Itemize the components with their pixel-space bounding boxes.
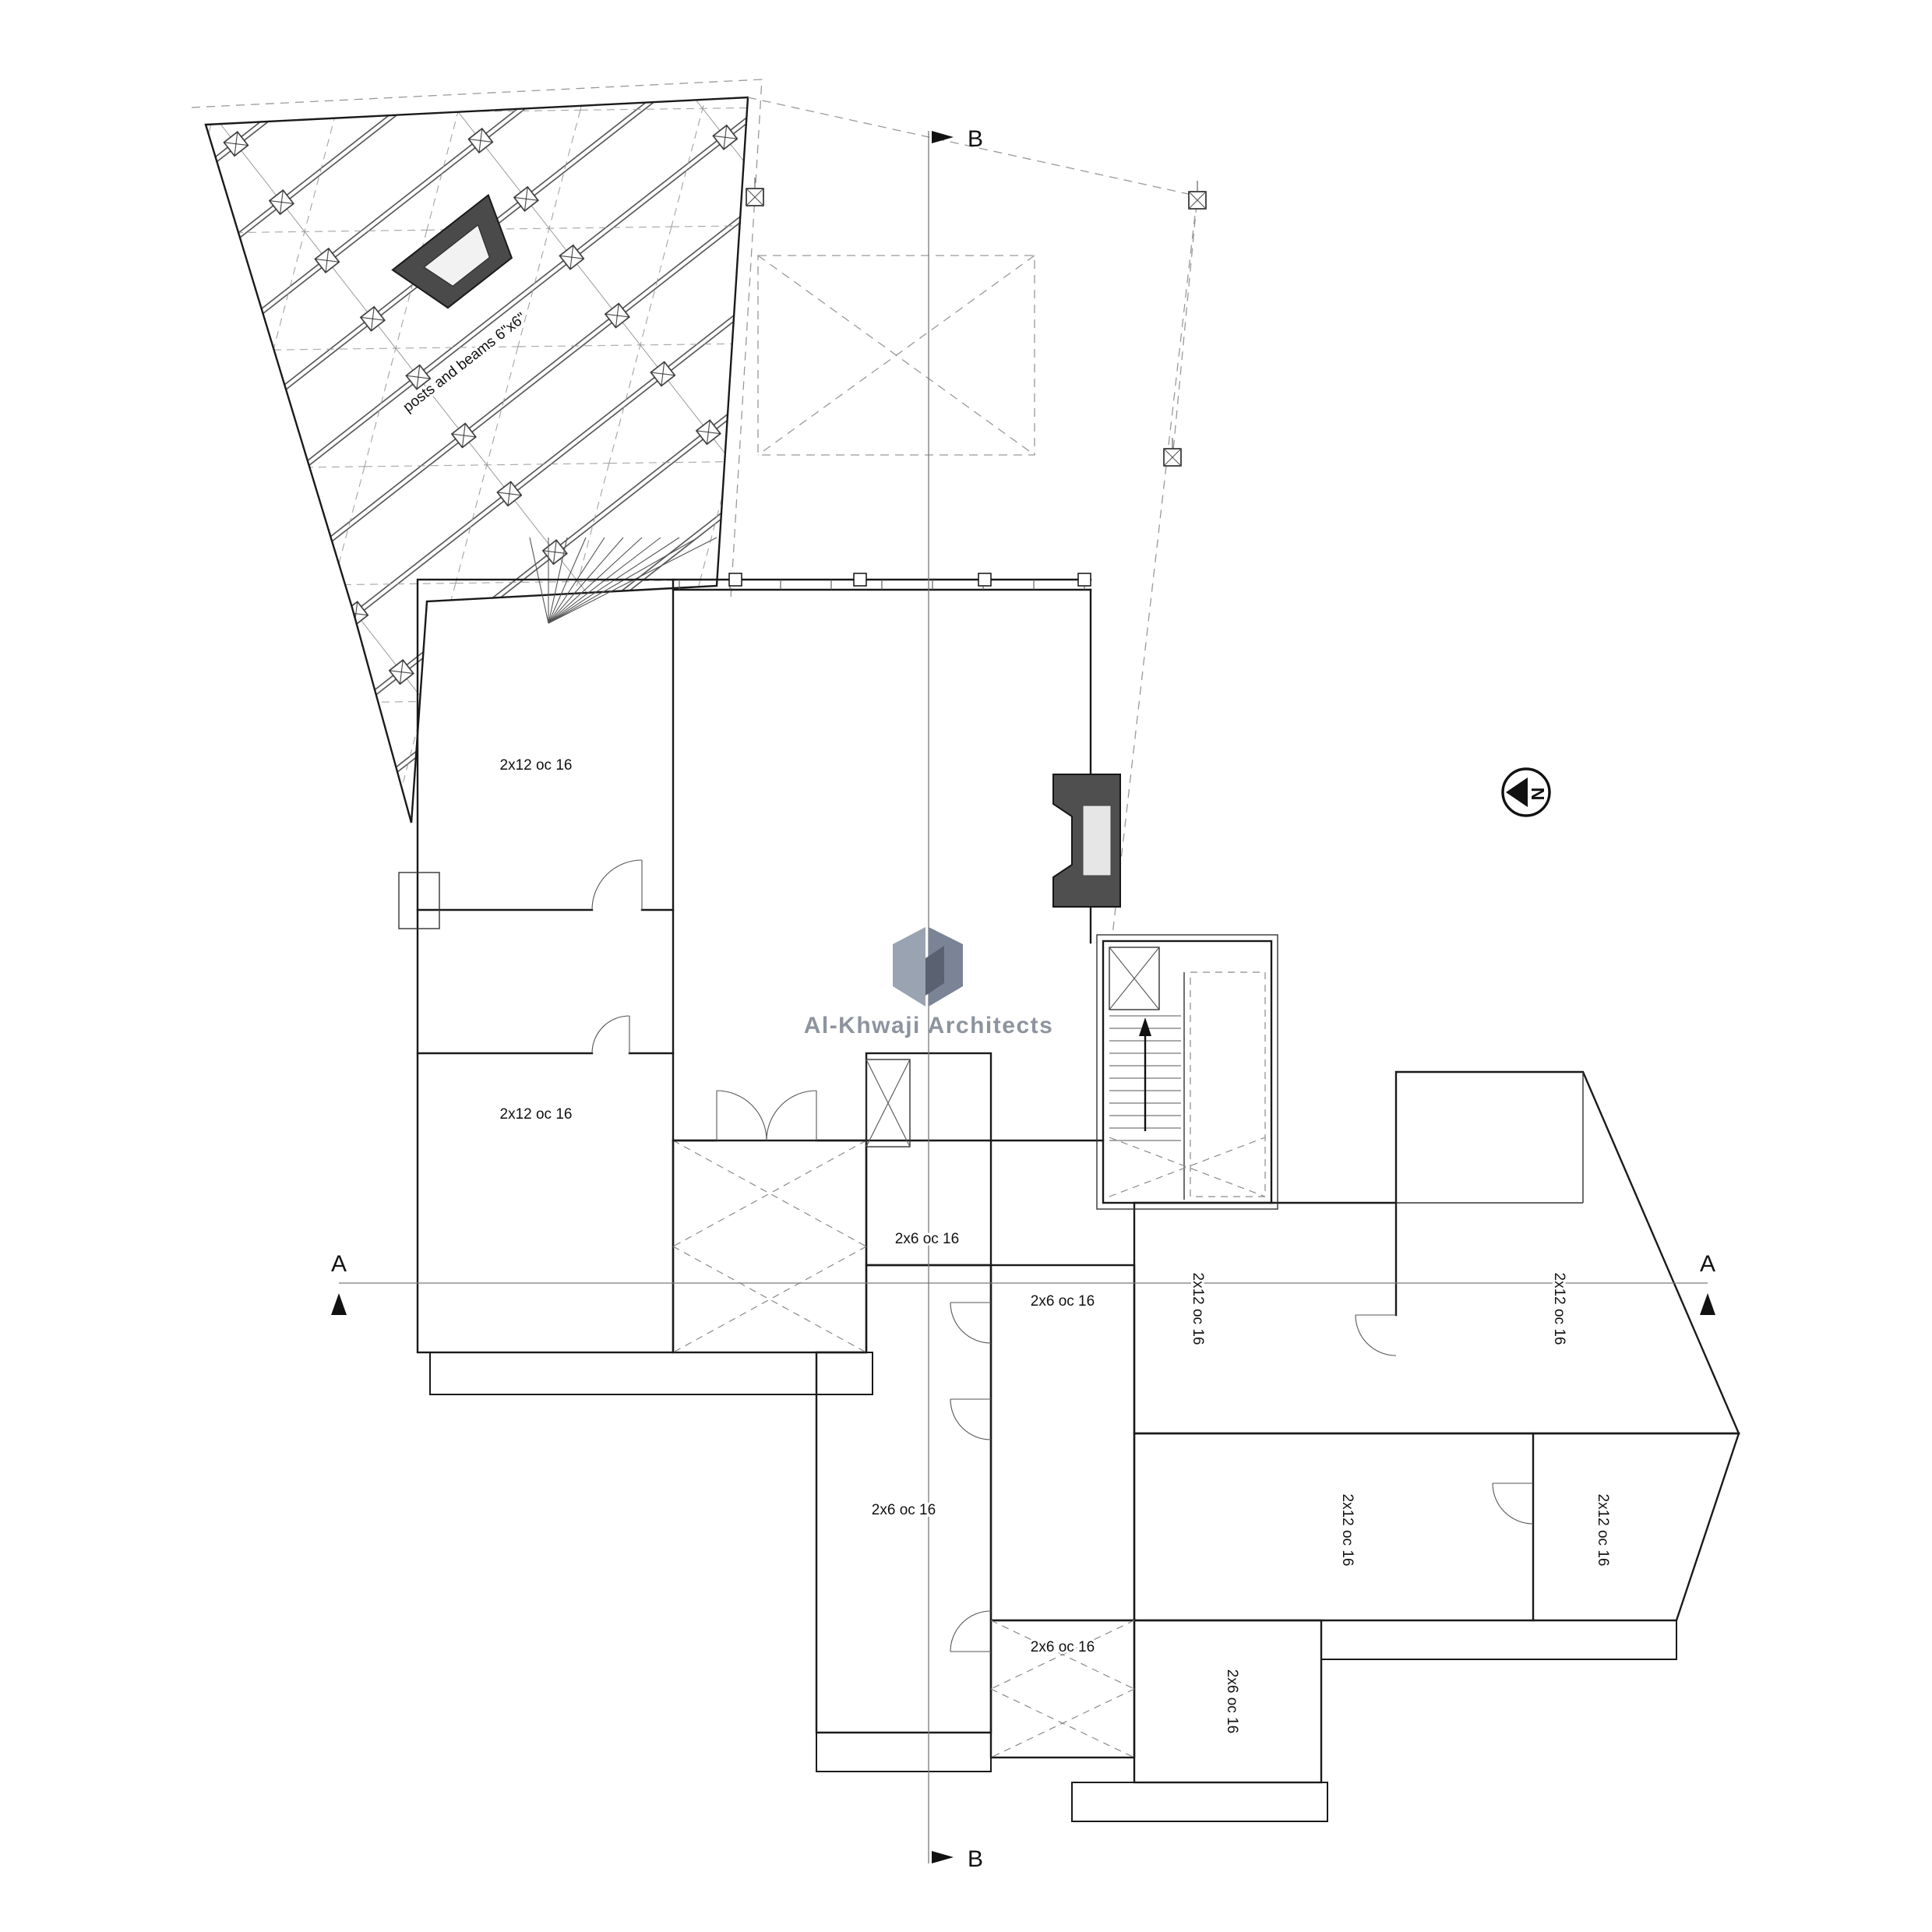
floor-framing	[416, 578, 1740, 1784]
section-arrow-b-bottom	[932, 1851, 954, 1863]
north-arrow-icon: N	[1501, 767, 1551, 817]
section-line-a: A A	[331, 1251, 1715, 1315]
walls	[398, 573, 1584, 1622]
firm-logo: Al-Khwaji Architects	[804, 927, 1054, 1038]
roof-outline-dashed	[746, 97, 1207, 936]
framing-label: 2x12 oc 16	[1595, 1494, 1611, 1567]
roof-post-icon	[746, 178, 764, 206]
logo-shape-left	[893, 927, 925, 1007]
fireplace-main	[1052, 774, 1121, 908]
stair-direction-arrow	[1139, 1017, 1151, 1036]
section-arrow-a-left	[331, 1293, 347, 1315]
framing-label: 2x12 oc 16	[1190, 1273, 1206, 1345]
roof-post-icon	[1188, 181, 1207, 210]
cross-bracing	[672, 1140, 1135, 1758]
framing-label: 2x12 oc 16	[500, 1106, 573, 1123]
posts-beams-deck	[191, 79, 763, 823]
section-label-a-right: A	[1700, 1251, 1715, 1277]
framing-label: 2x6 oc 16	[895, 1231, 959, 1247]
stair	[1096, 934, 1278, 1210]
framing-label: 2x6 oc 16	[872, 1502, 936, 1518]
logo-shape-center	[925, 946, 944, 996]
deck-strips	[429, 1352, 1677, 1822]
north-label: N	[1528, 788, 1548, 801]
firm-name: Al-Khwaji Architects	[804, 1013, 1054, 1038]
section-arrow-a-right	[1700, 1293, 1715, 1315]
roof-post-icon	[1163, 438, 1182, 467]
section-label-b-bottom: B	[968, 1846, 983, 1872]
framing-label: 2x12 oc 16	[500, 757, 573, 774]
fireplace-upper	[391, 193, 513, 309]
section-label-b-top: B	[968, 126, 983, 152]
section-label-a-left: A	[331, 1251, 347, 1277]
framing-label: 2x6 oc 16	[1224, 1669, 1240, 1733]
section-arrow-b-top	[932, 131, 954, 143]
framing-label: 2x12 oc 16	[1339, 1494, 1356, 1567]
doors	[591, 859, 1534, 1652]
framing-label: 2x12 oc 16	[1551, 1273, 1567, 1345]
framing-label: 2x6 oc 16	[1031, 1639, 1095, 1655]
framing-label: 2x6 oc 16	[1031, 1293, 1095, 1310]
